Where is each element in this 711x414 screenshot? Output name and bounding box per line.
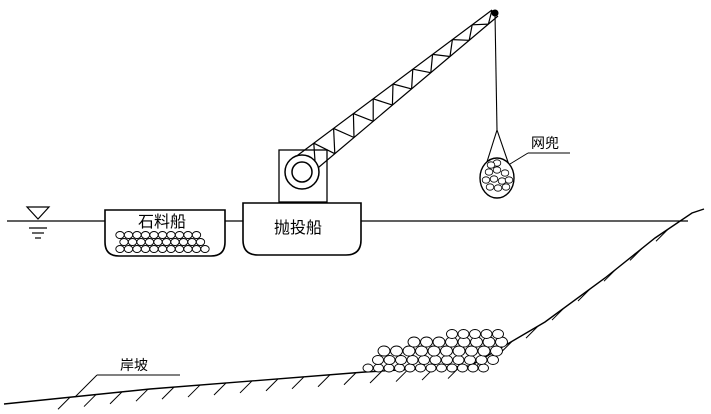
stone-barge: 石料船 [104, 209, 226, 257]
slope-stone [425, 363, 437, 373]
slope-stone [395, 355, 407, 365]
slope-stone [446, 329, 458, 339]
slope-stone [480, 329, 493, 339]
bag-stone [485, 183, 495, 191]
barge-stone [132, 245, 142, 253]
barge-stone [166, 231, 176, 239]
slope-stone [418, 355, 430, 365]
slope-stone [440, 345, 453, 357]
slope-stone [477, 345, 491, 357]
barge-stone [183, 245, 193, 253]
slope-stone [372, 355, 384, 365]
slope-stone [457, 363, 468, 373]
barge-stone-pile [115, 231, 210, 253]
slope-stone [427, 345, 441, 357]
slope-stone [390, 345, 403, 357]
barge-stone [157, 231, 168, 239]
slope-stone-pile [362, 329, 508, 373]
slope-stone [404, 363, 416, 373]
net-bag: 网兜 [479, 136, 570, 199]
barge-stone [123, 245, 134, 253]
barge-stone [166, 245, 176, 253]
slope-stone [383, 363, 395, 373]
slope-stone [441, 355, 453, 365]
barge-stone [149, 231, 159, 239]
barge-stone [200, 245, 210, 253]
barge-stone [195, 238, 206, 246]
barge-stone [191, 231, 202, 239]
hoist-cable [485, 9, 510, 166]
bag-stone [500, 169, 510, 177]
slope-stone [452, 345, 466, 357]
bag-stone [489, 175, 499, 183]
bag-stone [504, 176, 514, 184]
slope-stone [415, 345, 428, 357]
barge-stone [191, 245, 202, 253]
slope-stone [420, 336, 433, 348]
slope-stone [415, 363, 426, 373]
barge-stone [115, 231, 125, 239]
barge-stone [178, 238, 189, 246]
slope-stone [475, 355, 488, 365]
net-bag-label: 网兜 [531, 136, 559, 152]
barge-stone [123, 231, 134, 239]
barge-stone [119, 238, 129, 246]
barge-stone [174, 231, 185, 239]
barge-stone [157, 245, 168, 253]
slope-stone [446, 363, 458, 373]
bag-stone [501, 183, 511, 191]
bag-stone [486, 161, 496, 169]
barge-stone [183, 231, 193, 239]
barge-stone [144, 238, 155, 246]
dump-barge-label: 抛投船 [274, 218, 322, 237]
slope-stone [490, 345, 503, 357]
slope-stone [406, 355, 419, 365]
slope-stone [432, 336, 446, 348]
bag-stone [497, 177, 507, 185]
slope-stone [429, 355, 442, 365]
slope-stone [492, 329, 504, 339]
barge-stone [115, 245, 125, 253]
barge-stone [136, 238, 146, 246]
slope-stone [383, 355, 396, 365]
barge-stone [174, 245, 185, 253]
bag-stone [493, 184, 503, 192]
slope-stone [467, 363, 479, 373]
water-level-symbol [25, 206, 51, 239]
barge-stone [149, 245, 159, 253]
bag-stone [481, 176, 491, 184]
slope-stone [478, 363, 489, 373]
barge-stone [127, 238, 138, 246]
barge-stone [140, 245, 151, 253]
crane-drum [284, 154, 320, 190]
slope-stone [373, 363, 384, 373]
slope-stone [452, 355, 465, 365]
slope-stone [436, 363, 447, 373]
bag-stone [484, 168, 494, 176]
barge-stone [153, 238, 163, 246]
bank-slope-ground [3, 208, 705, 410]
slope-stone [394, 363, 405, 373]
barge-stone [187, 238, 197, 246]
barge-stone [161, 238, 172, 246]
bank-slope-label-group: 岸坡 [74, 358, 180, 398]
slope-stone [457, 329, 470, 339]
slope-stone [377, 345, 391, 357]
stone-barge-label: 石料船 [138, 212, 186, 231]
slope-stone [487, 355, 499, 365]
bag-stone [492, 166, 502, 174]
slope-stone [469, 329, 481, 339]
barge-stone [170, 238, 180, 246]
slope-stone [362, 363, 374, 373]
slope-stone [407, 336, 421, 348]
barge-stone [132, 231, 142, 239]
slope-stone [465, 345, 478, 357]
net-bag-stones [481, 159, 514, 192]
barge-stone [140, 231, 151, 239]
slope-stone [464, 355, 476, 365]
slope-stone [402, 345, 416, 357]
bank-slope-label: 岸坡 [120, 358, 148, 374]
